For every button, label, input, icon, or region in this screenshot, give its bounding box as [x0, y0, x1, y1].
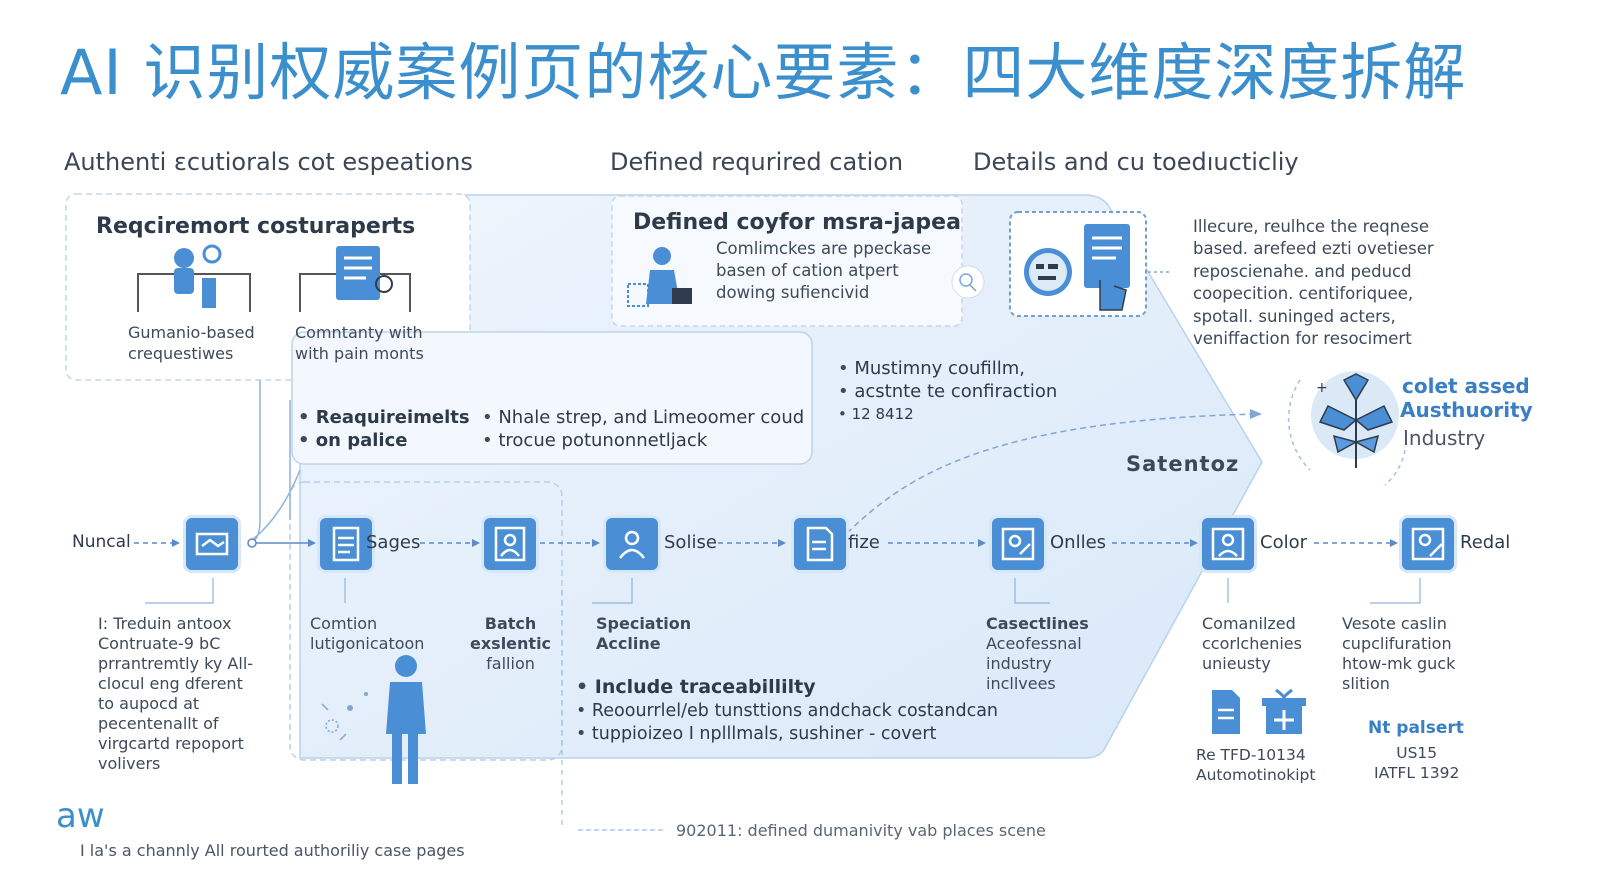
handshake-icon: [195, 532, 229, 556]
mid-bullet-left-1: Reaquireimelts: [298, 406, 470, 429]
footer-caption: I la's a channly All rourted authoriliy …: [80, 841, 465, 860]
footer-note: 902011: defined dumanivity vab places sc…: [676, 821, 1046, 840]
svg-text:+: +: [1316, 380, 1328, 396]
flow-node-8: [1402, 518, 1454, 570]
mid-bullet-left-2: on palice: [298, 429, 408, 452]
panel-2-heading: Defined coyfor msra-japea: [633, 210, 961, 235]
column-header-3: Details and cu toedıucticliy: [973, 148, 1299, 176]
flow-node-7: [1202, 518, 1254, 570]
flow-node-5-label: fize: [848, 532, 880, 553]
right-bottom-title: Nt palsert: [1368, 718, 1464, 738]
flow-node-5: [794, 518, 846, 570]
user-check-icon: [619, 530, 645, 559]
mid-bullet-center-2: trocue potunonnetljack: [482, 429, 707, 452]
flow-node-6: [992, 518, 1044, 570]
bottom-bullet-2: Reoourrlel/eb tunsttions andchack costan…: [576, 700, 998, 723]
flow-node-6-label: Onlles: [1050, 532, 1107, 553]
document-list-icon: [332, 526, 360, 562]
flow-node-4-label: Solise: [664, 532, 717, 553]
page-title: AI 识别权威案例页的核心要素：四大维度深度拆解: [60, 36, 1467, 109]
chat-document-icon: [1024, 224, 1130, 311]
edit-profile-icon: [1001, 527, 1035, 561]
footer-logo: aw: [56, 796, 105, 836]
flow-node-2-label: Sages: [366, 532, 421, 553]
user-sign-icon: [1411, 527, 1445, 561]
user-badge-icon: [1211, 527, 1245, 561]
authority-line-3: Industry: [1403, 426, 1486, 450]
consultant-icon: [627, 247, 692, 307]
flow-node-2: [320, 518, 372, 570]
flow-node-4: [606, 518, 658, 570]
bottom-bullet-1: Include traceabillilty: [576, 676, 816, 699]
bottom-bullet-3: tuppioizeo I nplllmals, sushiner - cover…: [576, 723, 937, 746]
flow-node-8-label: Redal: [1460, 532, 1511, 553]
document-review-icon: [299, 246, 411, 312]
presenter-illustration: [321, 655, 426, 784]
report-icon: [806, 526, 834, 562]
column-header-2: Defined requrired cation: [610, 148, 904, 176]
authority-line-2: Austhuority: [1400, 398, 1533, 422]
team-meeting-icon: [137, 244, 251, 312]
document-gift-icons: [1212, 688, 1306, 734]
plant-growth-icon: +: [1316, 373, 1394, 468]
flow-node-3: [484, 518, 536, 570]
center-label: Satentoz: [1126, 452, 1240, 476]
mid-bullet-center-1: Nhale strep, and Limeoomer coud: [482, 406, 804, 429]
column-header-1: Authenti ɛcutiorals cot espeations: [64, 148, 473, 176]
panel-2-frame: [611, 195, 963, 327]
flow-node-1: [186, 518, 238, 570]
mid-bullet-right-1: Mustimny coufillm,: [838, 357, 1025, 380]
flow-node-7-label: Color: [1260, 532, 1307, 553]
person-frame-icon: [494, 526, 526, 562]
authority-line-1: colet assed: [1402, 374, 1530, 398]
mid-bullet-right-2: acstnte te confiraction: [838, 380, 1057, 403]
flow-start-label: Nuncal: [72, 532, 131, 552]
panel-1-heading: Reqciremort costuraperts: [96, 214, 416, 239]
mid-bullet-right-3: 12 8412: [838, 403, 914, 426]
